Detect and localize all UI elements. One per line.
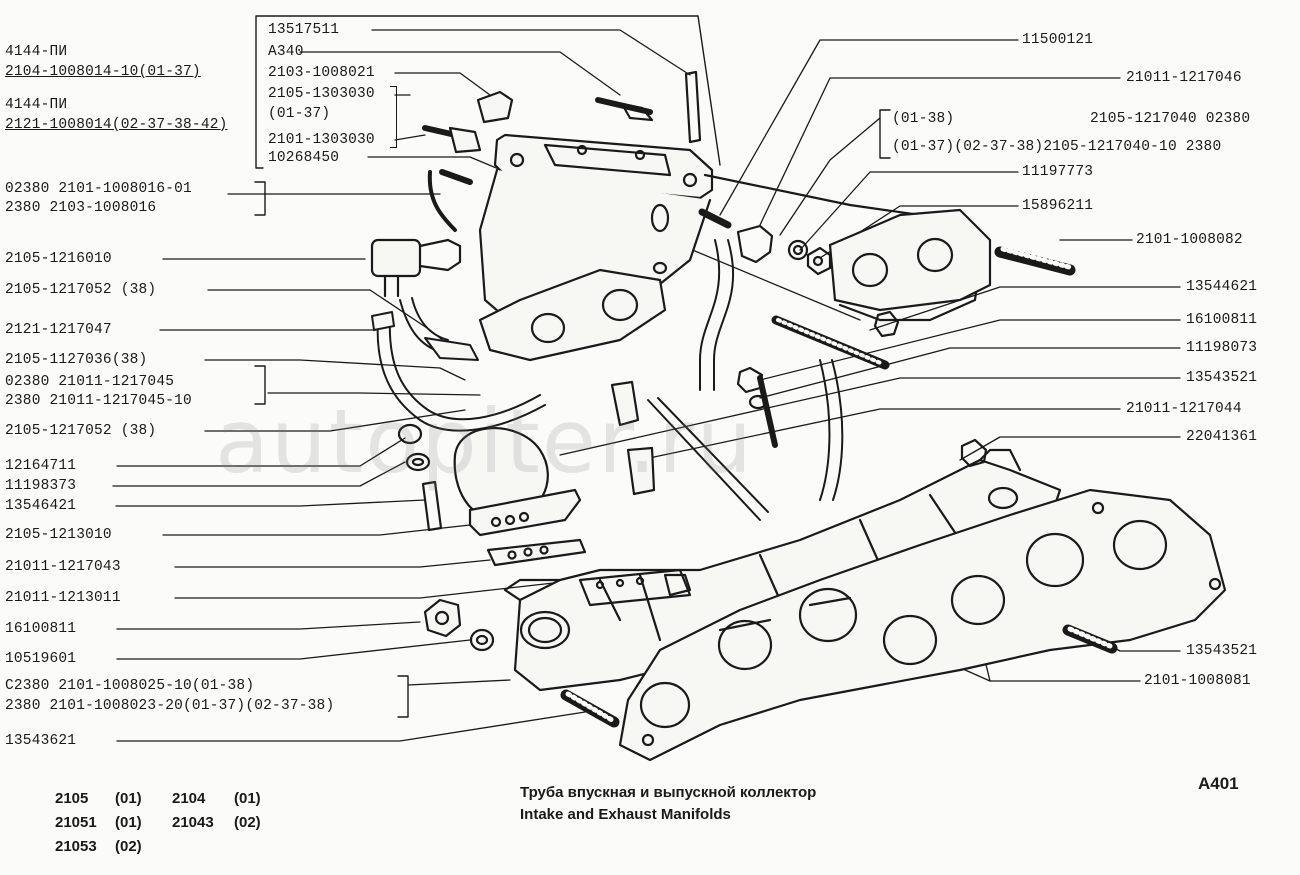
part-label[interactable]: 2105-1303030: [268, 86, 375, 102]
part-label[interactable]: 2105-1217052 (38): [5, 423, 157, 439]
model-code: 2105: [55, 790, 89, 807]
part-label[interactable]: 2104-1008014-10(01-37): [5, 64, 201, 80]
part-label[interactable]: 2121-1217047: [5, 322, 112, 338]
bracket-collector: [397, 675, 409, 718]
drawing-code: A401: [1198, 774, 1239, 793]
part-label[interactable]: 2105-1213010: [5, 527, 112, 543]
part-label[interactable]: 21011-1217043: [5, 559, 121, 575]
part-label[interactable]: (01-37): [268, 106, 331, 122]
part-label[interactable]: 11198373: [5, 478, 77, 494]
top-fittings: [422, 90, 654, 154]
part-label[interactable]: 02380 21011-1217045: [5, 374, 175, 390]
model-variant: (01): [234, 790, 261, 807]
part-label[interactable]: 13543621: [5, 733, 77, 749]
model-code: 21053: [55, 838, 97, 855]
box-bracket: [390, 86, 397, 148]
caption-russian: Труба впускная и выпускной коллектор: [520, 784, 817, 801]
fasteners-lower: [423, 366, 1118, 728]
part-label[interactable]: 11197773: [1022, 164, 1094, 180]
part-label[interactable]: 02380 2101-1008016-01: [5, 181, 192, 197]
part-label[interactable]: 2105-1217052 (38): [5, 282, 157, 298]
part-label[interactable]: 2380 2103-1008016: [5, 200, 157, 216]
model-variant: (02): [234, 814, 261, 831]
exhaust-gasket: [618, 488, 1227, 762]
model-variant: (01): [115, 814, 142, 831]
bracket-top: [255, 15, 721, 169]
part-label[interactable]: 22041361: [1186, 429, 1258, 445]
part-label[interactable]: 2101-1303030: [268, 132, 375, 148]
exhaust-manifold: [503, 448, 1062, 692]
part-label[interactable]: 2105-1216010: [5, 251, 112, 267]
vacuum-valve: [370, 169, 473, 298]
part-label[interactable]: С2380 2101-1008025-10(01-38): [5, 678, 255, 694]
bracket-bracket: [879, 109, 891, 159]
part-label[interactable]: 2103-1008021: [268, 65, 375, 81]
part-label[interactable]: 13517511: [268, 22, 340, 38]
part-label[interactable]: 21011-1213011: [5, 590, 121, 606]
leader-lines-top: [299, 29, 861, 321]
bracket-pipe: [254, 365, 266, 405]
part-label[interactable]: 16100811: [5, 621, 77, 637]
part-label[interactable]: 2101-1008081: [1144, 673, 1251, 689]
part-label[interactable]: 13543521: [1186, 643, 1258, 659]
model-code: 21043: [172, 814, 214, 831]
part-label[interactable]: (01-38): [892, 111, 955, 127]
bracket-hose: [254, 181, 266, 216]
caption-english: Intake and Exhaust Manifolds: [520, 806, 731, 823]
part-label[interactable]: 11500121: [1022, 32, 1094, 48]
part-label[interactable]: (01-37)(02-37-38)2105-1217040-10 2380: [892, 139, 1222, 155]
part-label[interactable]: 4144-ПИ: [5, 44, 68, 60]
intake-pipe: [478, 133, 992, 501]
part-label[interactable]: 12164711: [5, 458, 77, 474]
part-label[interactable]: 15896211: [1022, 198, 1094, 214]
part-label[interactable]: 13544621: [1186, 279, 1258, 295]
part-label[interactable]: 10268450: [268, 150, 340, 166]
part-label[interactable]: 2121-1008014(02-37-38-42): [5, 117, 228, 133]
part-label[interactable]: 21011-1217046: [1126, 70, 1242, 86]
part-label[interactable]: 2380 21011-1217045-10: [5, 393, 192, 409]
watermark: autopiter.ru: [215, 390, 755, 493]
part-label[interactable]: 13546421: [5, 498, 77, 514]
model-code: 2104: [172, 790, 206, 807]
part-label[interactable]: 11198073: [1186, 340, 1258, 356]
part-label[interactable]: 2105-1127036(38): [5, 352, 148, 368]
part-label[interactable]: 13543521: [1186, 370, 1258, 386]
egr-valve: [397, 375, 778, 567]
part-label[interactable]: 16100811: [1186, 312, 1258, 328]
part-label[interactable]: 10519601: [5, 651, 77, 667]
model-variant: (02): [115, 838, 142, 855]
part-label[interactable]: 2380 2101-1008023-20(01-37)(02-37-38): [5, 698, 335, 714]
part-label[interactable]: 21011-1217044: [1126, 401, 1242, 417]
part-label[interactable]: 2105-1217040 02380: [1090, 111, 1251, 127]
part-label[interactable]: А340: [268, 44, 304, 60]
model-variant: (01): [115, 790, 142, 807]
hoses-left: [371, 297, 546, 432]
leader-lines-left: [112, 193, 586, 742]
part-label[interactable]: 4144-ПИ: [5, 97, 68, 113]
fasteners-upper: [684, 70, 1076, 370]
model-code: 21051: [55, 814, 97, 831]
part-label[interactable]: 2101-1008082: [1136, 232, 1243, 248]
